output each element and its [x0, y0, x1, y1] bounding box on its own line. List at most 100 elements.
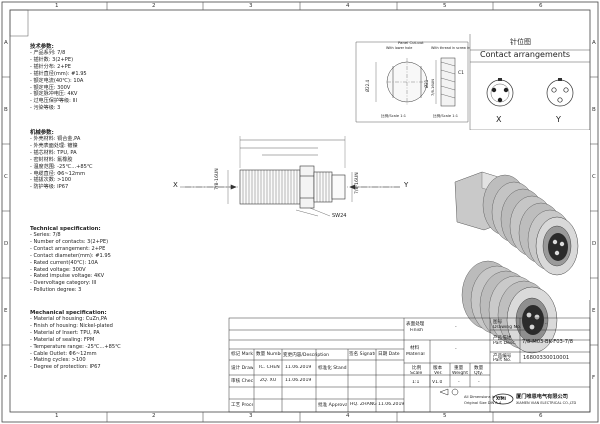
spec-en-item: - Number of contacts: 3(2+PE) — [30, 238, 109, 245]
dim-note-2: Original Size DIN A 4 — [464, 401, 502, 405]
ruler-row-f: F — [4, 375, 8, 381]
spec-en-item: - Contact diameter(mm): #1.95 — [30, 252, 111, 259]
mech-cn-item: - 防护等级: IP67 — [30, 184, 69, 191]
qty-value: - — [478, 380, 480, 385]
mech-en-item: - Degree of protection: IP67 — [30, 364, 101, 371]
dim-note-1: All Dimensions in mm — [464, 395, 504, 399]
axis-label-x: X — [173, 181, 178, 189]
mech-en-item: - Finish of housing: Nickel-plated — [30, 322, 113, 329]
mech-cn-title: 机械参数: — [30, 130, 54, 136]
drawn-name: TC. CHEN — [258, 365, 280, 370]
qty-label-en: Qty. — [474, 371, 483, 376]
ruler-col-3-bottom: 3 — [249, 413, 253, 419]
spec-en-item: - Series: 7/8 — [30, 232, 61, 238]
spec-cn-block: 技术参数: - 产品系列: 7/8 - 插针数: 3(2+PE) - 插针分布:… — [30, 42, 87, 112]
panel-title: Panel Cut-out — [398, 40, 424, 45]
version-label-cn: 版本 — [433, 366, 443, 371]
mech-cn-block: 机械参数: - 外壳材料: 铜合金,PA - 外壳表面处理: 镀镍 - 插芯材料… — [30, 128, 93, 191]
ruler-row-c: C — [4, 174, 8, 180]
spec-cn-item: - 过电压保护等级: III — [30, 98, 77, 105]
company-logo-text: XIMI — [496, 396, 507, 401]
spec-cn-item: - 插针直径(mm): #1.95 — [30, 70, 87, 77]
mech-cn-item: - 外壳材料: 铜合金,PA — [30, 136, 81, 142]
mech-en-item: - Mating cycles: >100 — [30, 357, 86, 364]
ruler-row-b: B — [4, 107, 8, 113]
ruler-row-a: A — [4, 40, 8, 46]
ruler-col-4-bottom: 4 — [346, 413, 350, 419]
spec-cn-item: - 额定电压: 300V — [30, 84, 71, 91]
finish-label-cn: 表面处理 — [406, 322, 425, 327]
finish-value: - — [455, 325, 457, 330]
spec-en-item: - Rated current(40℃): 10A — [30, 259, 98, 266]
dim-thread-right: 7/8-16UN — [355, 172, 360, 194]
part-no-cn: 产品编号 — [493, 354, 512, 359]
projection-symbol-icon — [439, 388, 459, 396]
weight-label-cn: 重量 — [454, 366, 464, 371]
mech-en-block: Mechanical specification: - Material of … — [30, 310, 121, 371]
scale-left: 比例/Scale 1:1 — [381, 114, 406, 118]
contact-label-x: X — [496, 115, 502, 124]
checked-label: 审核 Checked — [231, 379, 253, 384]
spec-en-item: - Overvoltage category: III — [30, 280, 97, 287]
ruler-col-1: 1 — [55, 3, 59, 9]
hdr-signature: 签名 Signature — [349, 352, 375, 357]
contact-title-en: Contact arrangements — [480, 50, 571, 59]
dim-thread-left: 7/8-16UN — [215, 168, 220, 190]
weight-value: - — [458, 380, 460, 385]
drawing-no-value: - — [545, 322, 547, 327]
ruler-row-c-right: C — [592, 174, 596, 180]
spec-cn-item: - 插针分布: 2+PE — [30, 63, 71, 70]
spec-en-item: - Rated voltage: 300V — [30, 266, 86, 273]
mech-en-item: - Temperature range: -25℃...+85℃ — [30, 343, 121, 350]
ruler-row-f-right: F — [592, 375, 596, 381]
spec-cn-item: - 额定脉冲电压: 4KV — [30, 91, 78, 98]
spec-en-item: - Pollution degree: 3 — [30, 287, 82, 294]
mech-cn-item: - 插芯材料: TPU, PA — [30, 149, 77, 156]
contact-arrangement-figure — [469, 34, 590, 131]
scale-label-cn: 比例 — [412, 366, 422, 371]
ruler-row-d-right: D — [592, 241, 597, 247]
material-label-cn: 材料 — [410, 346, 420, 351]
dim-cutout: Ø21 — [424, 79, 429, 88]
mech-en-item: - Material of housing: CuZn,PA — [30, 316, 108, 322]
dim-diameter: Ø22.4 — [365, 79, 370, 92]
panel-right-note: With thread in screw in — [431, 46, 471, 50]
contact-label-y: Y — [556, 115, 561, 124]
title-block-grid — [228, 317, 591, 413]
mech-cn-item: - 电缆直径: Φ6~12mm — [30, 170, 86, 177]
spec-en-block: Technical specification: - Series: 7/8 -… — [30, 226, 111, 294]
stand-label: 标准化 Stand — [318, 366, 347, 371]
weight-label-en: Weight — [452, 371, 469, 376]
spec-en-title: Technical specification: — [30, 226, 101, 232]
ruler-col-6: 6 — [539, 3, 543, 9]
mech-en-title: Mechanical specification: — [30, 310, 107, 316]
ruler-row-d: D — [4, 241, 9, 247]
spec-cn-item: - 额定电流(40℃): 10A — [30, 77, 84, 84]
panel-cutout-view — [355, 41, 469, 123]
material-value: - — [455, 347, 457, 352]
scale-value: 1:1 — [412, 380, 420, 385]
drawn-label: 设计 Drawn — [231, 366, 253, 371]
hdr-mark: 标记 Mark — [231, 352, 253, 357]
spec-en-item: - Rated impulse voltage: 4KV — [30, 273, 105, 280]
qty-label-cn: 数量 — [474, 366, 484, 371]
mech-cn-item: - 插拔次数: >100 — [30, 177, 72, 184]
spec-en-item: - Contact arrangement: 2+PE — [30, 245, 106, 252]
ruler-col-6-bottom: 6 — [539, 413, 543, 419]
axis-label-y: Y — [404, 181, 409, 189]
ruler-row-e: E — [4, 308, 8, 314]
part-desc-en: Part Desc. — [493, 341, 517, 346]
spec-cn-item: - 产品系列: 7/8 — [30, 50, 66, 56]
dim-thread-panel: 7/8-16UN — [431, 79, 435, 96]
company-name-en: XIAMEN VIAN ELECTRICAL CO.,LTD — [516, 401, 577, 405]
mech-cn-item: - 温度范围: -25℃...+85℃ — [30, 163, 93, 170]
checked-date: 11.06.2019 — [285, 378, 312, 383]
ruler-col-4: 4 — [346, 3, 350, 9]
dim-wrench-size: SW24 — [332, 213, 347, 219]
ruler-row-b-right: B — [592, 107, 596, 113]
panel-left-note: With lower hole — [386, 46, 413, 50]
scale-label-en: Scale — [410, 371, 423, 376]
chamfer-note: C1 — [458, 71, 465, 76]
approval-date: 11.06.2019 — [378, 402, 405, 407]
